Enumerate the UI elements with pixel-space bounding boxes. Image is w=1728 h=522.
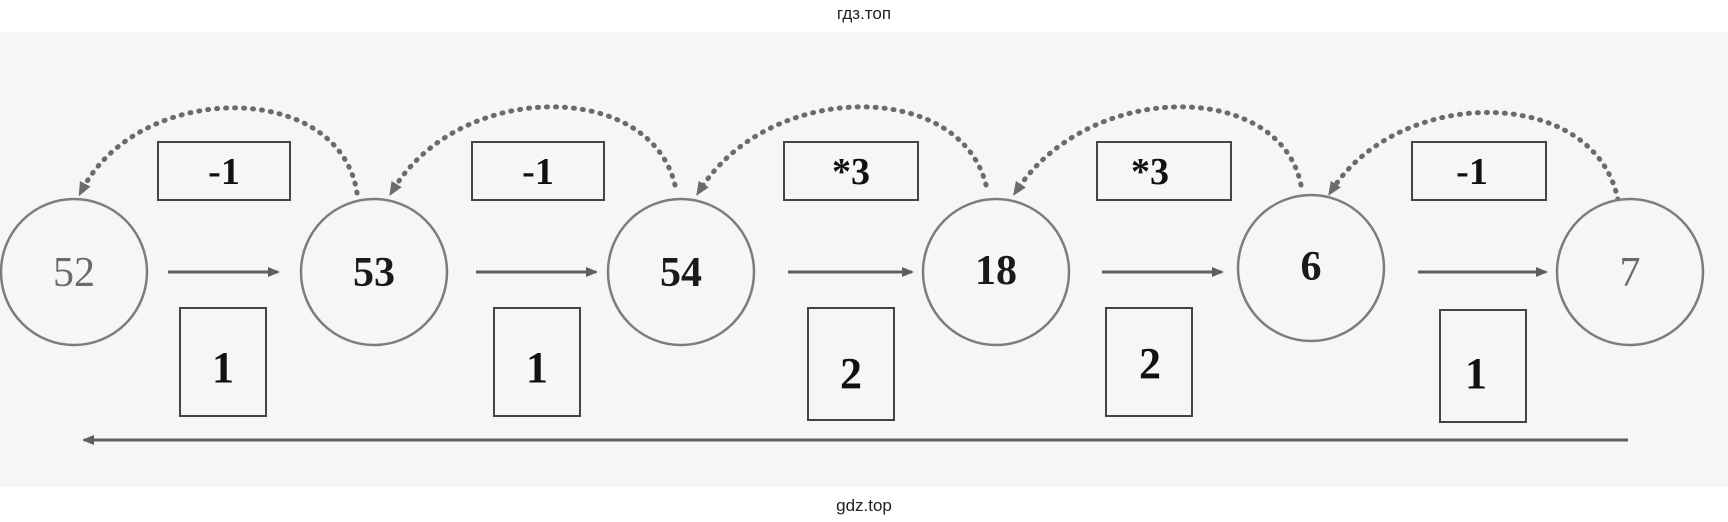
command-label: -1: [522, 151, 554, 193]
command-id-box-1: 1: [179, 307, 267, 417]
dotted-return-arc-1: [78, 105, 360, 197]
command-box-3: *3: [783, 141, 919, 201]
command-id-label: 1: [526, 343, 548, 392]
command-label: -1: [1456, 151, 1488, 193]
number-label: 53: [353, 250, 395, 296]
command-box-4: *3: [1096, 141, 1232, 201]
command-id-box-5: 1: [1439, 309, 1527, 423]
number-label: 52: [53, 250, 95, 296]
number-node-1: 52: [0, 197, 149, 347]
command-id-label: 2: [840, 349, 862, 398]
number-node-5: 6: [1236, 193, 1386, 343]
dotted-return-arc-5: [1328, 110, 1621, 203]
command-id-box-3: 2: [807, 307, 895, 421]
command-id-box-4: 2: [1105, 307, 1193, 417]
number-node-2: 53: [299, 197, 449, 347]
number-node-4: 18: [921, 197, 1071, 347]
number-label: 6: [1301, 244, 1322, 290]
number-label: 7: [1620, 250, 1641, 296]
number-node-3: 54: [606, 197, 756, 347]
site-watermark-top: гдз.топ: [836, 4, 892, 23]
number-label: 18: [975, 248, 1017, 294]
command-label: *3: [1131, 151, 1169, 193]
command-label: *3: [832, 151, 870, 193]
command-label: -1: [208, 151, 240, 193]
command-id-label: 1: [1465, 349, 1487, 398]
number-node-6: 7: [1555, 197, 1705, 347]
command-box-5: -1: [1411, 141, 1547, 201]
command-id-label: 1: [212, 343, 234, 392]
command-id-label: 2: [1139, 339, 1161, 388]
number-label: 54: [660, 250, 702, 296]
command-id-box-2: 1: [493, 307, 581, 417]
site-watermark-bottom: gdz.top: [836, 496, 892, 515]
dotted-return-arc-3: [696, 104, 989, 196]
dotted-return-arc-2: [389, 104, 678, 196]
command-box-1: -1: [157, 141, 291, 201]
command-box-2: -1: [471, 141, 605, 201]
